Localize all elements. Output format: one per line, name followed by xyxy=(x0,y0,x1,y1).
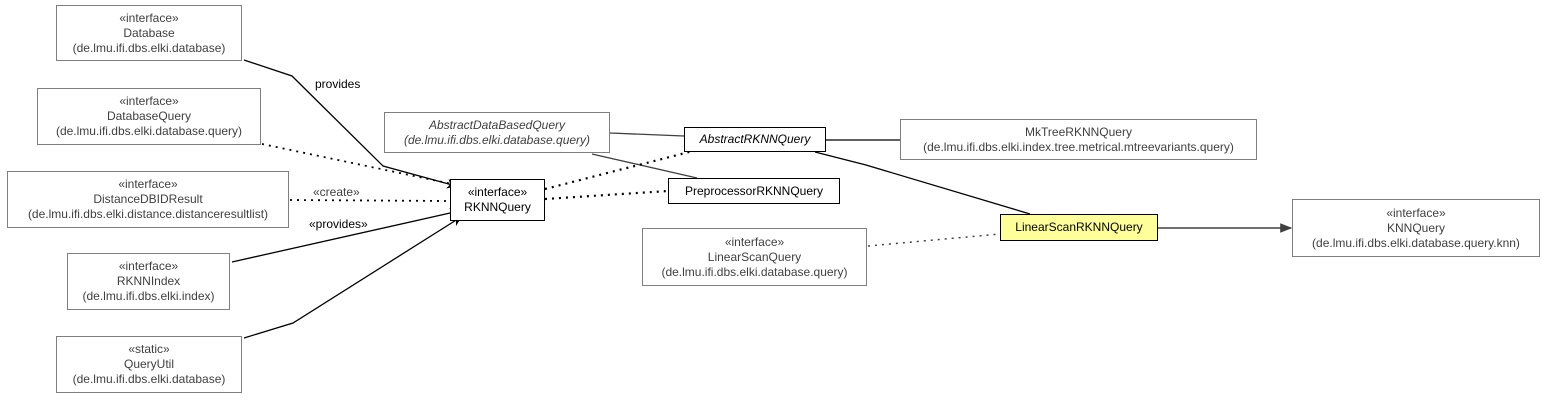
class-abstractdatabasedquery[interactable]: AbstractDataBasedQuery (de.lmu.ifi.dbs.e… xyxy=(384,112,610,153)
edge-rknnindex-provides-rknnquery xyxy=(231,208,460,263)
class-rknnquery[interactable]: «interface» RKNNQuery xyxy=(450,179,545,221)
class-database[interactable]: «interface» Database (de.lmu.ifi.dbs.elk… xyxy=(56,5,242,61)
class-rknnindex[interactable]: «interface» RKNNIndex (de.lmu.ifi.dbs.el… xyxy=(67,253,230,310)
package-name: (de.lmu.ifi.dbs.elki.database.query) xyxy=(661,264,848,279)
class-name: MkTreeRKNNQuery xyxy=(1025,124,1132,139)
class-name: QueryUtil xyxy=(123,357,174,371)
edge-label-provides-stereotype: «provides» xyxy=(309,217,368,231)
class-name: AbstractRKNNQuery xyxy=(699,132,811,146)
class-mktreerknnquery[interactable]: MkTreeRKNNQuery (de.lmu.ifi.dbs.elki.ind… xyxy=(900,119,1257,160)
class-name: DistanceDBIDResult xyxy=(93,192,203,206)
stereotype-label: «interface» xyxy=(467,185,528,199)
class-name: DatabaseQuery xyxy=(106,109,192,123)
stereotype-label: «static» xyxy=(128,342,170,356)
edge-distancedbidresult-rknnquery xyxy=(289,199,451,202)
class-name: KNNQuery xyxy=(1386,220,1445,235)
stereotype-label: «interface» xyxy=(118,177,178,191)
stereotype-label: «interface» xyxy=(118,259,179,273)
stereotype-label: «interface» xyxy=(724,234,785,249)
class-name: PreprocessorRKNNQuery xyxy=(684,183,824,198)
package-name: (de.lmu.ifi.dbs.elki.database.query) xyxy=(55,124,243,138)
edge-abstractdatabasedquery-abstractrknnquery xyxy=(609,132,685,137)
edge-queryutil-rknnquery xyxy=(243,216,462,339)
package-name: (de.lmu.ifi.dbs.elki.index) xyxy=(82,289,215,303)
class-name: LinearScanQuery xyxy=(707,249,802,264)
class-queryutil[interactable]: «static» QueryUtil (de.lmu.ifi.dbs.elki.… xyxy=(56,336,242,393)
edge-linearscanrknnquery-abstractrknnquery xyxy=(814,151,1031,215)
package-name: (de.lmu.ifi.dbs.elki.database) xyxy=(72,372,226,386)
edge-abstractrknnquery-rknnquery xyxy=(544,148,698,191)
package-name: (de.lmu.ifi.dbs.elki.distance.distancere… xyxy=(27,207,269,221)
class-name: Database xyxy=(123,25,175,40)
edge-databasequery-rknnquery xyxy=(261,143,453,185)
edge-preprocessorrknnquery-rknnquery xyxy=(544,189,669,201)
edge-linearscanrknnquery-linearscanquery xyxy=(867,233,1001,247)
package-name: (de.lmu.ifi.dbs.elki.database.query) xyxy=(403,132,591,147)
package-name: (de.lmu.ifi.dbs.elki.database) xyxy=(72,40,226,55)
edge-abstractdatabasedquery-preprocessorrknnquery xyxy=(591,153,698,179)
edge-label-create: «create» xyxy=(313,185,360,199)
edge-label-provides: provides xyxy=(315,77,361,91)
stereotype-label: «interface» xyxy=(1386,205,1446,220)
class-linearscanrknnquery[interactable]: LinearScanRKNNQuery xyxy=(1000,214,1158,241)
class-databasequery[interactable]: «interface» DatabaseQuery (de.lmu.ifi.db… xyxy=(37,88,261,145)
edge-database-provides-rknnquery xyxy=(243,59,457,189)
class-name: RKNNQuery xyxy=(464,200,531,214)
class-name: LinearScanRKNNQuery xyxy=(1015,220,1143,234)
package-name: (de.lmu.ifi.dbs.elki.index.tree.metrical… xyxy=(923,139,1234,154)
class-abstractrknnquery[interactable]: AbstractRKNNQuery xyxy=(684,127,826,152)
class-name: RKNNIndex xyxy=(116,274,181,288)
class-knnquery[interactable]: «interface» KNNQuery (de.lmu.ifi.dbs.elk… xyxy=(1292,199,1540,257)
package-name: (de.lmu.ifi.dbs.elki.database.query.knn) xyxy=(1312,235,1520,250)
class-name: AbstractDataBasedQuery xyxy=(428,117,566,132)
class-preprocessorrknnquery[interactable]: PreprocessorRKNNQuery xyxy=(668,178,840,204)
class-distancedbidresult[interactable]: «interface» DistanceDBIDResult (de.lmu.i… xyxy=(7,171,289,228)
class-linearscanquery[interactable]: «interface» LinearScanQuery (de.lmu.ifi.… xyxy=(642,228,867,286)
stereotype-label: «interface» xyxy=(119,94,179,108)
stereotype-label: «interface» xyxy=(119,10,179,25)
